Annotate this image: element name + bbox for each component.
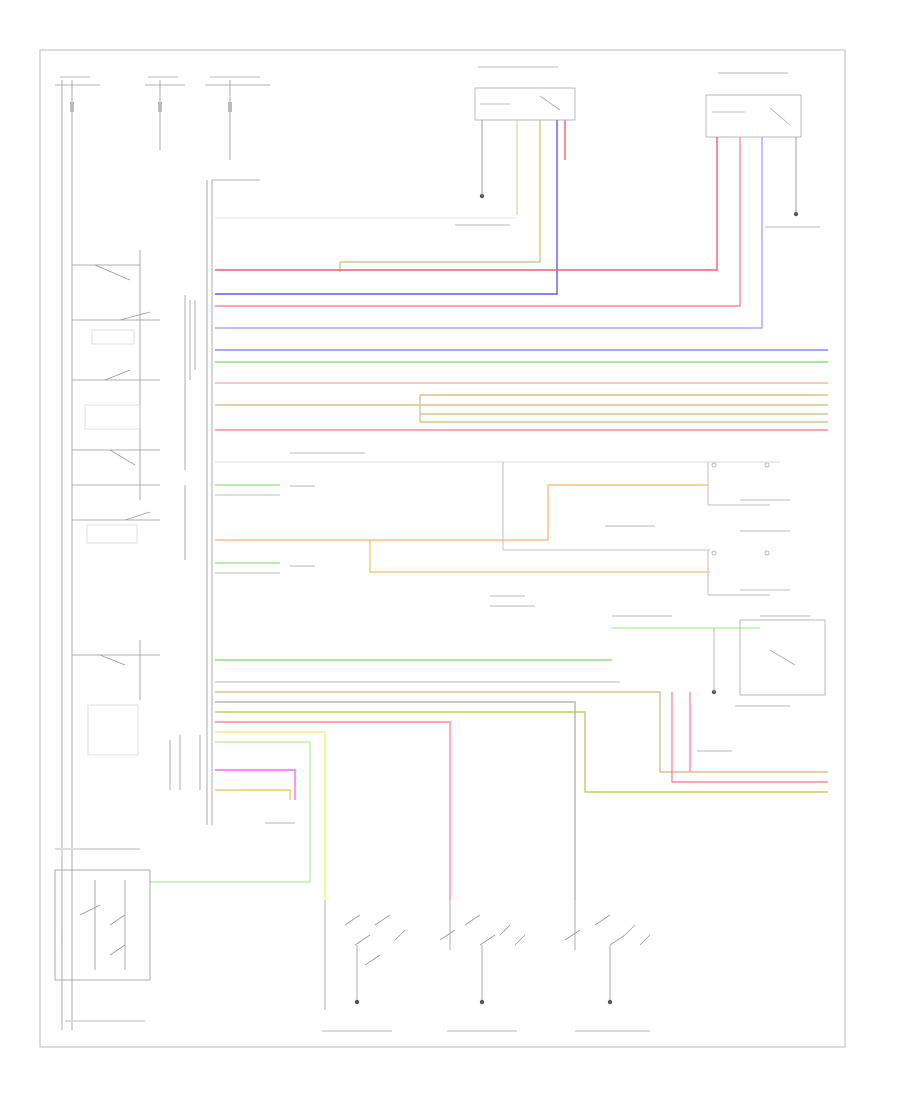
top-right-module bbox=[705, 94, 802, 138]
bottom-switch-group-right bbox=[564, 900, 651, 1000]
wires-lower bbox=[150, 627, 828, 900]
text-placeholders bbox=[55, 66, 820, 1032]
connector-brackets bbox=[169, 300, 201, 790]
switch-labels bbox=[84, 329, 141, 756]
wires-middle bbox=[215, 461, 780, 596]
left-switch-bank bbox=[72, 250, 196, 700]
diagram-border bbox=[39, 49, 846, 1048]
power-feeds bbox=[55, 80, 270, 1030]
right-components bbox=[711, 462, 826, 696]
bottom-switch-group-left bbox=[324, 900, 406, 1010]
bottom-left-switch bbox=[54, 869, 151, 981]
ground-symbols bbox=[354, 193, 799, 1005]
top-center-module bbox=[474, 87, 576, 121]
bottom-switch-group-center bbox=[439, 900, 526, 1000]
fuse-markers bbox=[70, 102, 232, 112]
module-connector bbox=[206, 179, 260, 825]
wires-top-vertical bbox=[215, 120, 797, 329]
wires-right-bus bbox=[215, 349, 828, 431]
